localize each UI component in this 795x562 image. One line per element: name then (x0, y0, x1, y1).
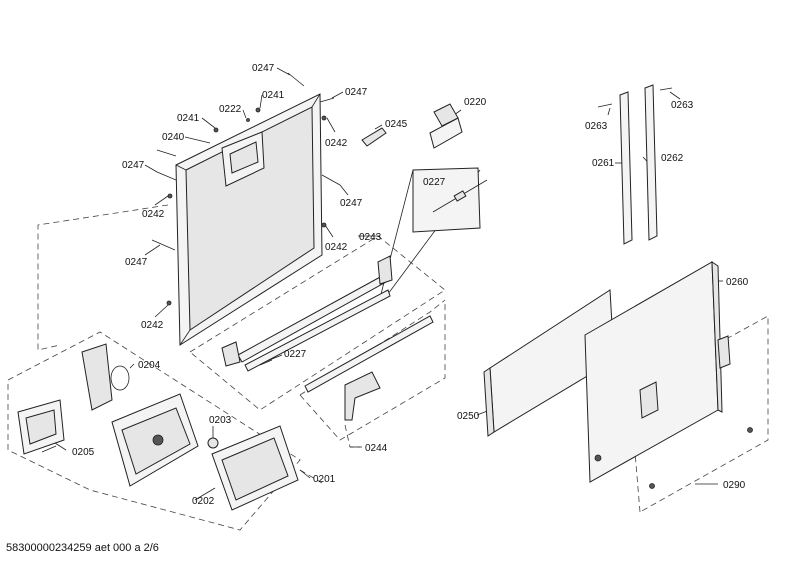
detail-box-0227 (412, 167, 488, 233)
hinge-part-0245 (361, 127, 387, 147)
screws (151, 72, 341, 306)
label-0242d: 0242 (141, 320, 164, 331)
seal-0204 (81, 343, 130, 411)
dispenser-0201 (111, 393, 199, 487)
label-0262: 0262 (661, 153, 684, 164)
side-panels (483, 261, 753, 489)
label-0250: 0250 (457, 411, 480, 422)
label-0227a: 0227 (423, 177, 446, 188)
cover-0202 (211, 425, 299, 511)
label-0240: 0240 (162, 132, 185, 143)
label-0242a: 0242 (142, 209, 165, 220)
label-0202: 0202 (192, 496, 215, 507)
label-0241a: 0241 (177, 113, 200, 124)
label-0205: 0205 (72, 447, 95, 458)
label-0290: 0290 (723, 480, 746, 491)
label-0243: 0243 (359, 232, 382, 243)
label-0203: 0203 (209, 415, 232, 426)
label-0247a: 0247 (252, 63, 275, 74)
label-0247c: 0247 (122, 160, 145, 171)
lock-0205 (17, 399, 65, 455)
document-footer: 58300000234259 aet 000 a 2/6 (6, 542, 159, 554)
label-0260: 0260 (726, 277, 749, 288)
side-rails (597, 84, 673, 245)
label-0263a: 0263 (585, 121, 608, 132)
door-inner-panel (175, 93, 323, 346)
rail-0244 (304, 315, 434, 421)
leader-lines (54, 67, 723, 501)
label-0220: 0220 (464, 97, 487, 108)
label-0242b: 0242 (325, 138, 348, 149)
label-0245: 0245 (385, 119, 408, 130)
label-0261: 0261 (592, 158, 615, 169)
label-0263b: 0263 (671, 100, 694, 111)
label-0247d: 0247 (340, 198, 363, 209)
label-0242c: 0242 (325, 242, 348, 253)
knob-0203 (207, 437, 219, 449)
label-0241b: 0241 (262, 90, 285, 101)
part-labels: 0247 0247 0241 0222 0241 0240 0247 0242 … (72, 63, 749, 507)
label-0247e: 0247 (125, 257, 148, 268)
label-0204: 0204 (138, 360, 161, 371)
label-0247b: 0247 (345, 87, 368, 98)
label-0222: 0222 (219, 104, 242, 115)
bracket-0220 (429, 103, 463, 149)
label-0227b: 0227 (284, 349, 307, 360)
label-0201: 0201 (313, 474, 336, 485)
door-strips (221, 255, 393, 372)
label-0244: 0244 (365, 443, 388, 454)
